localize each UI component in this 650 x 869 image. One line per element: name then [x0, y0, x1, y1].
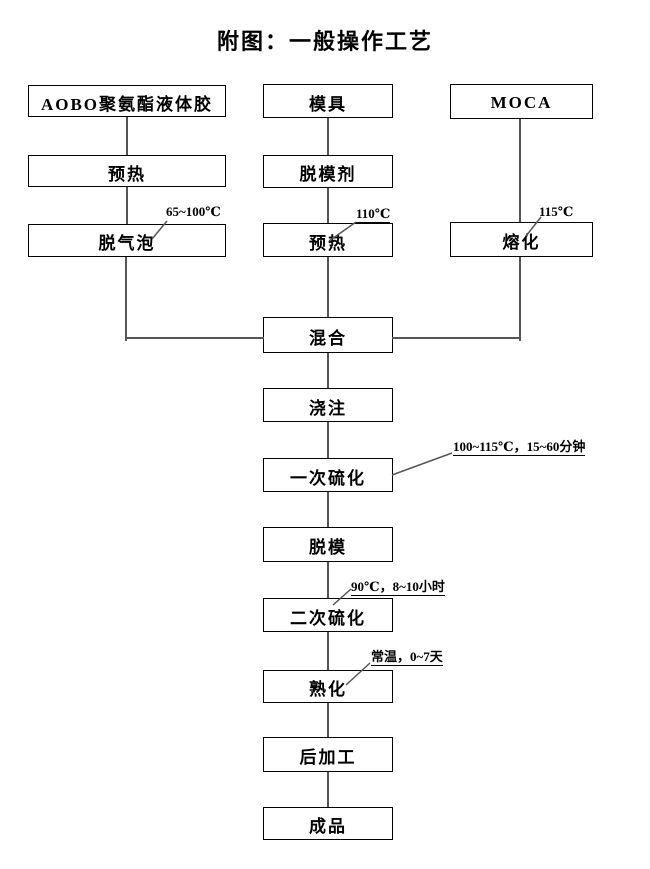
- annotation-secondary-cure-cond: 90℃，8~10小时: [351, 579, 445, 597]
- annotation-melt-temp: 115℃: [539, 204, 574, 219]
- node-aobo-polyurethane-liquid-glue: AOBO聚氨酯液体胶: [28, 85, 226, 117]
- annotation-primary-cure-cond: 100~115℃，15~60分钟: [453, 439, 586, 457]
- node-secondary-cure: 二次硫化: [263, 598, 393, 632]
- node-mix: 混合: [263, 317, 393, 353]
- annotation-degas-temp: 65~100℃: [166, 204, 221, 219]
- node-release-agent: 脱模剂: [263, 155, 393, 188]
- node-mature: 熟化: [263, 670, 393, 703]
- node-mold: 模具: [263, 84, 393, 118]
- node-melt: 熔化: [450, 222, 593, 257]
- node-demold: 脱模: [263, 527, 393, 562]
- node-preheat-1: 预热: [28, 155, 226, 187]
- node-product: 成品: [263, 807, 393, 840]
- node-post-process: 后加工: [263, 737, 393, 772]
- annotation-mature-cond: 常温，0~7天: [371, 649, 443, 667]
- node-primary-cure: 一次硫化: [263, 458, 393, 492]
- node-pour: 浇注: [263, 388, 393, 422]
- node-moca: MOCA: [450, 84, 593, 119]
- node-preheat-2: 预热: [263, 223, 393, 257]
- node-degas: 脱气泡: [28, 224, 226, 257]
- leader-primary-cure-cond: [391, 452, 453, 476]
- page-title: 附图：一般操作工艺: [216, 29, 433, 54]
- annotation-preheat2-temp: 110℃: [356, 206, 391, 224]
